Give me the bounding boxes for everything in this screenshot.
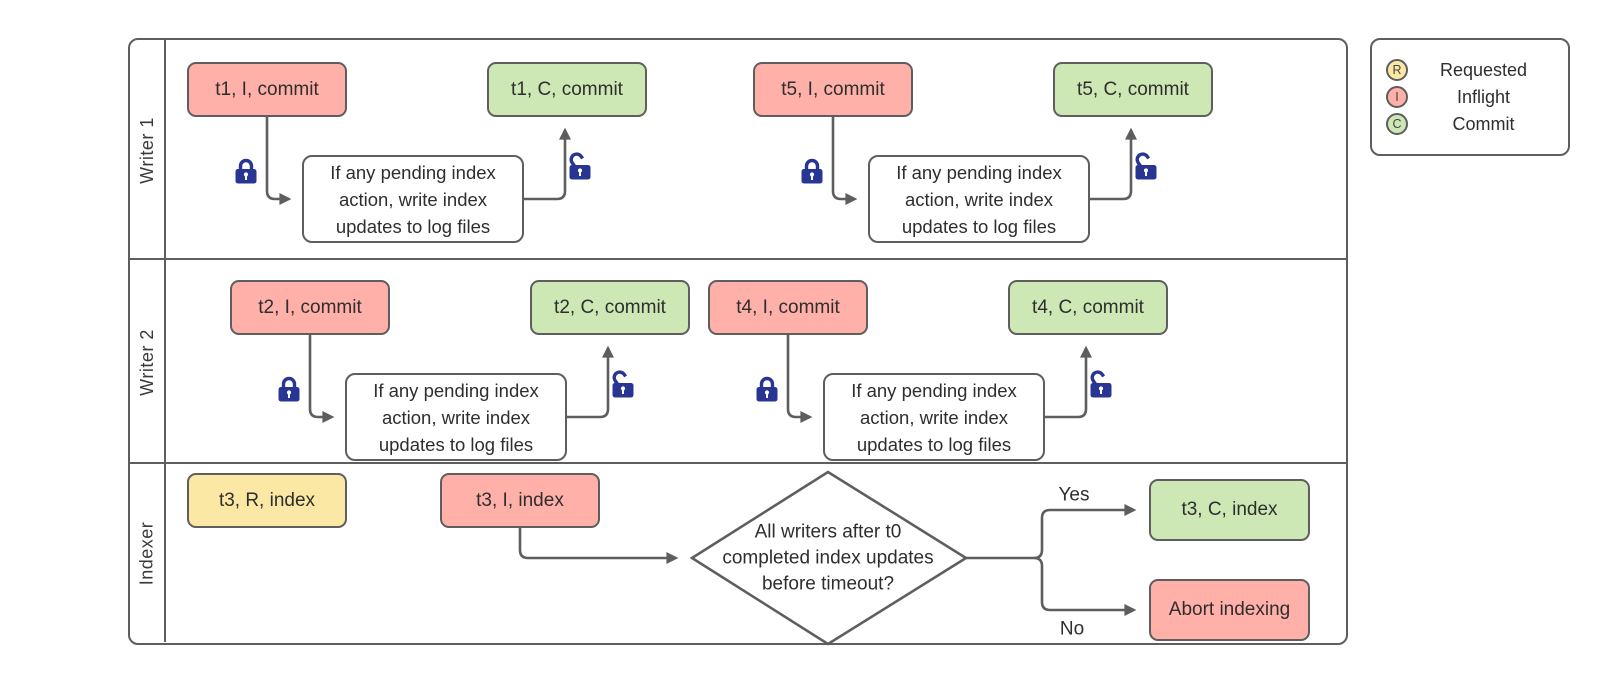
- process-node: If any pending index action, write index…: [823, 373, 1045, 461]
- commit-node: t1, C, commit: [487, 62, 647, 117]
- process-line: If any pending index: [851, 379, 1017, 401]
- inflight-badge-icon: I: [1386, 86, 1408, 108]
- connector-arrows: [801, 117, 1157, 205]
- lane-label: Indexer: [136, 521, 157, 585]
- legend-item-requested: R Requested: [1386, 59, 1554, 81]
- process-line: updates to log files: [378, 433, 534, 455]
- inflight-node: t5, I, commit: [753, 62, 913, 117]
- commit-node: t5, C, commit: [1053, 62, 1213, 117]
- lock-closed-icon: [278, 376, 300, 402]
- lane-writer1: Writer 1: [130, 40, 166, 260]
- process-line: If any pending index: [330, 161, 496, 183]
- writer-unit-t4: t4, I, commit If any pending index actio…: [708, 280, 1168, 462]
- process-line: action, write index: [338, 188, 488, 210]
- lane-indexer: Indexer: [130, 464, 166, 642]
- decision-line: completed index updates: [722, 548, 933, 569]
- abort-node: Abort indexing: [1149, 579, 1310, 641]
- legend: R Requested I Inflight C Commit: [1370, 38, 1570, 156]
- connector-arrows: [235, 117, 591, 205]
- commit-node: t3, C, index: [1149, 479, 1310, 541]
- requested-badge-icon: R: [1386, 59, 1408, 81]
- process-node: If any pending index action, write index…: [302, 155, 524, 243]
- process-line: If any pending index: [896, 161, 1062, 183]
- lock-open-icon: [1135, 152, 1157, 180]
- inflight-node: t4, I, commit: [708, 280, 868, 335]
- lock-open-icon: [1090, 370, 1112, 398]
- commit-badge-icon: C: [1386, 113, 1408, 135]
- lane-divider: [130, 461, 1346, 464]
- decision-flow: All writers after t0 completed index upd…: [518, 470, 1137, 646]
- legend-item-inflight: I Inflight: [1386, 86, 1554, 108]
- inflight-node: t2, I, commit: [230, 280, 390, 335]
- process-line: action, write index: [381, 406, 531, 428]
- legend-label: Commit: [1452, 113, 1515, 134]
- yes-label: Yes: [1059, 485, 1090, 506]
- lane-writer2: Writer 2: [130, 260, 166, 464]
- requested-node: t3, R, index: [187, 473, 347, 528]
- process-line: updates to log files: [901, 215, 1057, 237]
- inflight-node: t3, I, index: [440, 473, 600, 528]
- decision-line: All writers after t0: [755, 522, 902, 543]
- lock-closed-icon: [801, 158, 823, 184]
- legend-item-commit: C Commit: [1386, 113, 1554, 135]
- process-line: updates to log files: [335, 215, 491, 237]
- connector-arrows: [278, 335, 634, 423]
- lane-divider: [130, 257, 1346, 260]
- commit-node: t2, C, commit: [530, 280, 690, 335]
- no-label: No: [1060, 619, 1084, 640]
- writer-unit-t5: t5, I, commit If any pending index actio…: [753, 62, 1213, 244]
- lane-label: Writer 2: [136, 328, 157, 396]
- writer-unit-t2: t2, I, commit If any pending index actio…: [230, 280, 690, 462]
- legend-label: Inflight: [1456, 86, 1511, 107]
- process-line: action, write index: [904, 188, 1054, 210]
- lock-open-icon: [612, 370, 634, 398]
- process-line: If any pending index: [373, 379, 539, 401]
- writer-unit-t1: t1, I, commit If any pending index actio…: [187, 62, 647, 244]
- commit-node: t4, C, commit: [1008, 280, 1168, 335]
- process-line: updates to log files: [856, 433, 1012, 455]
- process-node: If any pending index action, write index…: [868, 155, 1090, 243]
- inflight-node: t1, I, commit: [187, 62, 347, 117]
- lane-label: Writer 1: [136, 116, 157, 184]
- process-line: action, write index: [859, 406, 1009, 428]
- lock-closed-icon: [756, 376, 778, 402]
- lock-open-icon: [569, 152, 591, 180]
- decision-line: before timeout?: [762, 574, 894, 595]
- connector-arrows: [756, 335, 1112, 423]
- legend-label: Requested: [1439, 59, 1528, 80]
- lock-closed-icon: [235, 158, 257, 184]
- process-node: If any pending index action, write index…: [345, 373, 567, 461]
